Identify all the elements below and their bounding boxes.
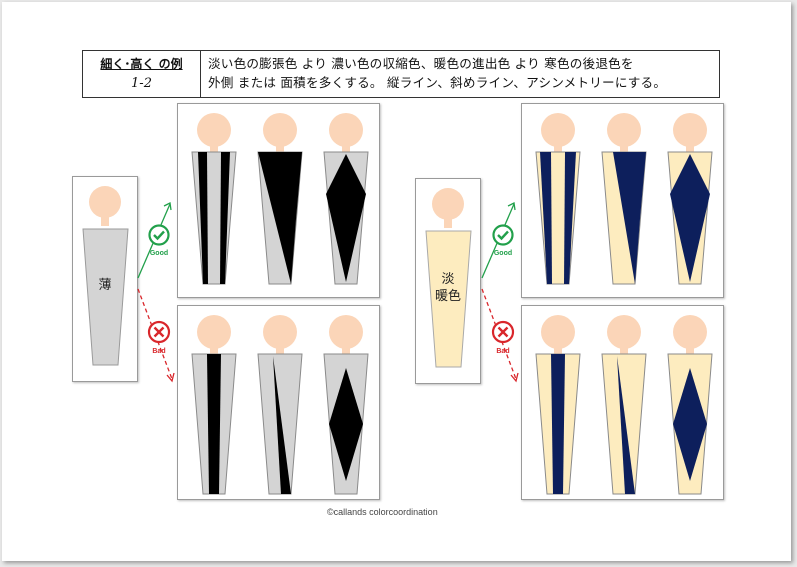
left-good-card	[177, 103, 380, 298]
left-base-figure-card: 薄	[72, 176, 138, 382]
right-good-card	[521, 103, 724, 298]
left-bad-figures	[191, 315, 369, 495]
left-bad-figure-2	[257, 315, 303, 495]
right-good-figures	[535, 113, 713, 285]
left-base-label: 薄	[98, 278, 112, 293]
right-good-figure-2	[601, 113, 647, 285]
left-base-figure	[82, 186, 129, 366]
right-bad-figure-2	[601, 315, 647, 495]
header-description: 淡い色の膨張色 より 濃い色の収縮色、暖色の進出色 より 寒色の後退色を 外側 …	[208, 54, 713, 92]
header-table: 細く･高く の例 1-2 淡い色の膨張色 より 濃い色の収縮色、暖色の進出色 よ…	[82, 50, 720, 98]
left-good-figure-3	[323, 113, 369, 285]
right-good-figure-3	[667, 113, 713, 285]
right-base-figure	[425, 188, 472, 368]
description-line-2: 外側 または 面積を多くする。 縦ライン、斜めライン、アシンメトリーにする。	[208, 75, 667, 90]
left-good-label: Good	[149, 250, 169, 257]
left-bad-card	[177, 305, 380, 500]
description-line-1: 淡い色の膨張色 より 濃い色の収縮色、暖色の進出色 より 寒色の後退色を	[208, 56, 634, 71]
title-cell: 細く･高く の例 1-2	[83, 51, 201, 97]
right-bad-figure-1	[535, 315, 581, 495]
check-circle-icon	[148, 224, 170, 246]
left-bad-figure-1	[191, 315, 237, 495]
right-base-label-2: 暖色	[434, 289, 461, 304]
right-bad-label: Bad	[496, 348, 510, 355]
left-good-figure-2	[257, 113, 303, 285]
right-good-figure-1	[535, 113, 581, 285]
right-bad-card	[521, 305, 724, 500]
x-circle-icon	[147, 320, 171, 344]
header-number: 1-2	[131, 76, 152, 91]
right-bad-figure-3	[667, 315, 713, 495]
credit-text: ©callands colorcoordination	[327, 507, 438, 517]
right-base-label-1: 淡	[441, 272, 455, 287]
right-bad-arrow	[481, 288, 519, 383]
left-bad-arrow	[137, 288, 175, 383]
page: 細く･高く の例 1-2 淡い色の膨張色 より 濃い色の収縮色、暖色の進出色 よ…	[2, 2, 791, 561]
right-good-label: Good	[493, 250, 513, 257]
check-circle-icon	[492, 224, 514, 246]
left-bad-figure-3	[323, 315, 369, 495]
left-good-figure-1	[191, 113, 237, 285]
right-bad-figures	[535, 315, 713, 495]
left-good-figures	[191, 113, 369, 285]
left-bad-label: Bad	[152, 348, 166, 355]
header-title: 細く･高く の例	[100, 57, 183, 71]
x-circle-icon	[491, 320, 515, 344]
right-base-figure-card: 淡 暖色	[415, 178, 481, 384]
right-base-label: 淡 暖色	[424, 271, 472, 305]
